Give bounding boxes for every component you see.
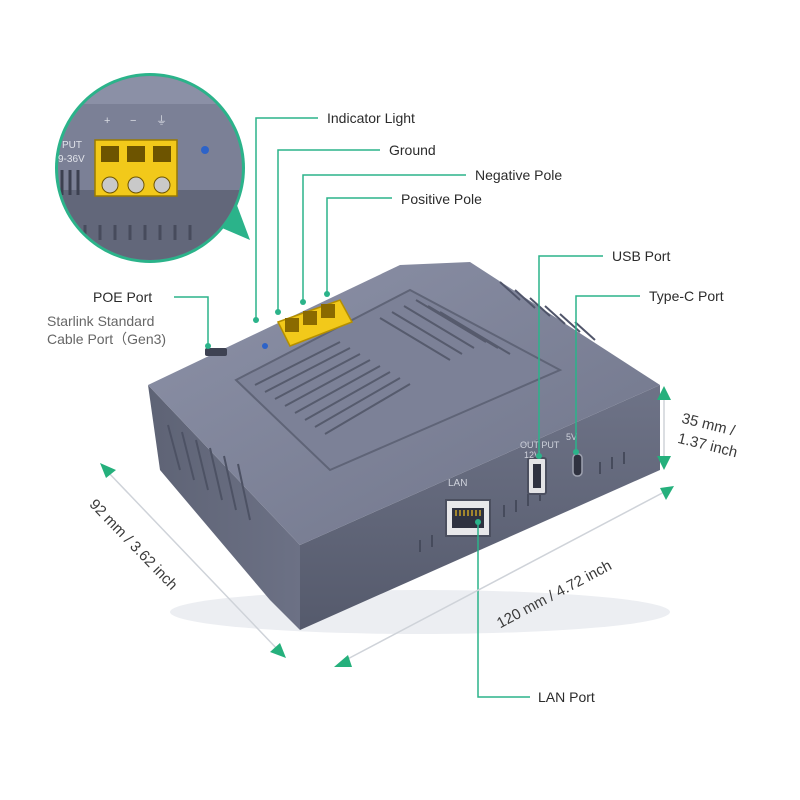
usb-port[interactable] bbox=[527, 457, 547, 495]
ground-label: Ground bbox=[389, 142, 436, 158]
callout-line-usb bbox=[538, 255, 603, 456]
negative-pole-label: Negative Pole bbox=[475, 167, 563, 183]
top-heatsink-left bbox=[254, 341, 411, 435]
type-c-port-label: Type-C Port bbox=[649, 288, 724, 304]
callout-line-poe bbox=[174, 296, 209, 346]
device-terminal-block bbox=[276, 299, 354, 347]
usb-port-label: USB Port bbox=[612, 248, 671, 264]
svg-text:−: − bbox=[130, 115, 136, 127]
callout-line-positive bbox=[326, 197, 392, 294]
side-heatsink-right bbox=[499, 281, 596, 341]
lan-port[interactable] bbox=[445, 499, 491, 537]
input-marking: PUT bbox=[62, 140, 82, 151]
dimension-arrows bbox=[100, 386, 674, 667]
callout-line-ground bbox=[277, 149, 380, 312]
device-shadow bbox=[170, 590, 670, 634]
svg-text:+: + bbox=[104, 115, 110, 127]
top-heatsink-right bbox=[379, 299, 511, 361]
side-heatsink-left bbox=[167, 424, 251, 521]
starlink-label-line2: Cable Port（Gen3) bbox=[47, 331, 167, 347]
svg-text:⏚: ⏚ bbox=[156, 114, 167, 127]
type-c-port[interactable] bbox=[572, 453, 583, 477]
poe-port[interactable] bbox=[205, 348, 227, 356]
poe-port-label: POE Port bbox=[93, 289, 153, 305]
device-indicator-light bbox=[262, 343, 268, 349]
callout-line-typec bbox=[575, 295, 640, 452]
voltage-marking: 9-36V bbox=[58, 154, 85, 165]
callout-lines bbox=[174, 117, 640, 698]
dimension-lines bbox=[105, 396, 669, 664]
lan-marking: LAN bbox=[448, 478, 467, 489]
callout-dots bbox=[205, 291, 579, 525]
indicator-light-label: Indicator Light bbox=[327, 110, 415, 126]
front-vents bbox=[419, 452, 625, 552]
out-5v-marking: 5V bbox=[566, 432, 577, 442]
starlink-label-line1: Starlink Standard bbox=[47, 313, 155, 329]
callout-line-lan bbox=[477, 522, 530, 698]
positive-pole-label: Positive Pole bbox=[401, 191, 482, 207]
callout-line-indicator bbox=[255, 117, 318, 320]
out-12v-marking: 12V bbox=[524, 450, 540, 460]
callout-line-negative bbox=[302, 174, 466, 302]
zoom-inset: + − ⏚ bbox=[55, 73, 250, 263]
lan-port-label: LAN Port bbox=[538, 689, 595, 705]
out-marking: OUT PUT bbox=[520, 440, 560, 450]
